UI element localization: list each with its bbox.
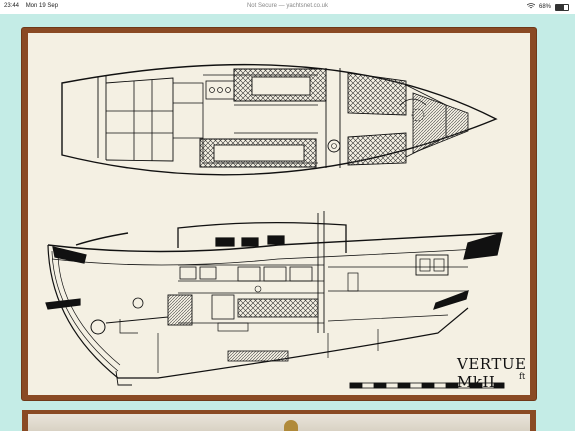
plan-view xyxy=(61,63,498,176)
url-text: yachtsnet.co.uk xyxy=(286,3,329,9)
battery-icon xyxy=(555,3,569,11)
status-bar: 23:44 Mon 19 Sep Not Secure — yachtsnet.… xyxy=(0,0,575,14)
status-time: 23:44 xyxy=(4,3,20,9)
yacht-drawing xyxy=(45,63,505,389)
url-separator: — xyxy=(278,3,285,9)
scale-unit-label: ft xyxy=(519,372,526,381)
address-bar[interactable]: Not Secure — yachtsnet.co.uk xyxy=(0,3,575,9)
drawing-title: VERTUE MkII xyxy=(457,355,527,391)
status-indicators: 68% xyxy=(526,3,569,11)
next-image-frame xyxy=(22,410,536,431)
battery-percent: 68% xyxy=(538,4,551,10)
security-label: Not Secure xyxy=(246,3,277,9)
scale-bar xyxy=(349,382,505,389)
status-time-date: 23:44 Mon 19 Sep xyxy=(4,3,63,9)
picture-frame: VERTUE MkII ft xyxy=(22,28,536,400)
brass-fitting xyxy=(284,420,298,431)
drawing-mat: VERTUE MkII ft xyxy=(28,33,530,395)
status-date: Mon 19 Sep xyxy=(25,3,59,9)
next-image-preview xyxy=(28,414,530,431)
section-view xyxy=(45,211,503,386)
wifi-icon xyxy=(526,3,536,11)
